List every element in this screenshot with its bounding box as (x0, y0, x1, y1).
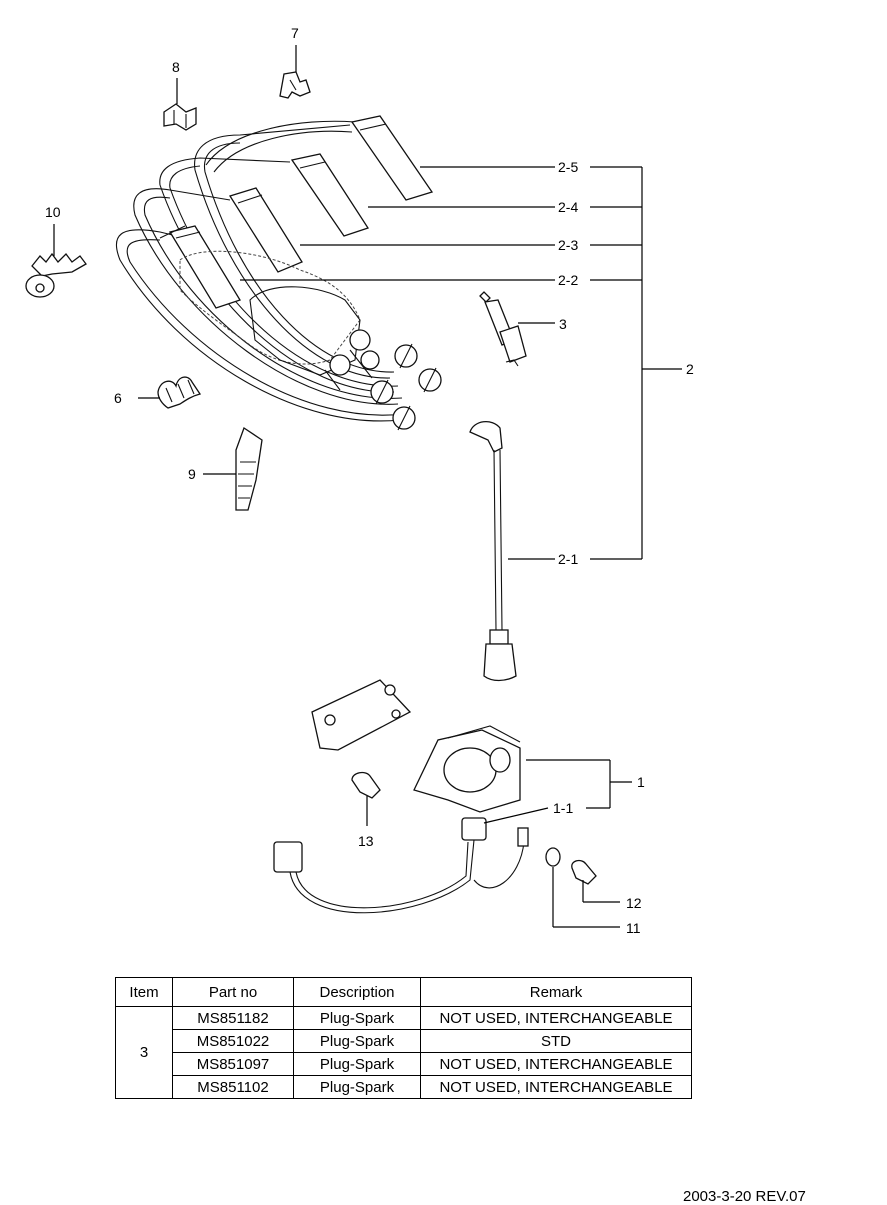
callout-11: 11 (626, 920, 641, 936)
leader-lines (53, 45, 682, 928)
ignition-cable-set (115, 120, 405, 422)
part-no-cell: MS851182 (172, 1006, 294, 1030)
header-remark: Remark (420, 977, 692, 1007)
coil-harness-1-1 (273, 817, 529, 914)
callout-2-1: 2-1 (558, 551, 578, 567)
table-header-row: Item Part no Description Remark (115, 977, 692, 1007)
callout-9: 9 (188, 466, 196, 482)
callout-8: 8 (172, 59, 180, 75)
callout-7: 7 (291, 25, 299, 41)
cable-boot-2-4 (290, 153, 370, 237)
cable-boot-2-5 (350, 115, 434, 201)
table-row: MS851102 Plug-Spark NOT USED, INTERCHANG… (116, 1075, 692, 1099)
clip-9 (235, 427, 263, 511)
remark-cell: STD (420, 1029, 692, 1053)
washer-11 (545, 847, 561, 867)
screw-12 (571, 859, 597, 885)
callout-1-1: 1-1 (553, 800, 573, 816)
callout-2-4: 2-4 (558, 199, 578, 215)
callout-2-5: 2-5 (558, 159, 578, 175)
item-number-cell: 3 (115, 1006, 173, 1099)
ignition-coil (311, 679, 521, 813)
table-row: 3 MS851182 Plug-Spark NOT USED, INTERCHA… (115, 1006, 692, 1099)
remark-cell: NOT USED, INTERCHANGEABLE (420, 1052, 692, 1076)
callout-6: 6 (114, 390, 122, 406)
remark-cell: NOT USED, INTERCHANGEABLE (420, 1075, 692, 1099)
callout-2-3: 2-3 (558, 237, 578, 253)
distributor-outline (179, 250, 380, 391)
parts-table: Item Part no Description Remark 3 MS8511… (115, 977, 692, 1099)
revision-footer: 2003-3-20 REV.07 (683, 1188, 806, 1205)
header-part-no: Part no (172, 977, 294, 1007)
callout-12: 12 (626, 895, 642, 911)
callout-3: 3 (559, 316, 567, 332)
callout-10: 10 (45, 204, 61, 220)
part-no-cell: MS851097 (172, 1052, 294, 1076)
cable-boot-2-3 (228, 187, 303, 273)
description-cell: Plug-Spark (293, 1052, 421, 1076)
coil-cable-2-1 (469, 421, 517, 682)
header-description: Description (293, 977, 421, 1007)
callout-2-2: 2-2 (558, 272, 578, 288)
distributor-boots (370, 343, 442, 431)
callout-2: 2 (686, 361, 694, 377)
spark-plug (479, 291, 527, 367)
description-cell: Plug-Spark (293, 1075, 421, 1099)
clip-10 (25, 252, 87, 298)
cable-boot-2-2 (159, 225, 241, 309)
clip-8 (163, 103, 197, 131)
part-no-cell: MS851102 (172, 1075, 294, 1099)
callout-labels: 2-5 2-4 2-3 2-2 2-1 2 3 7 8 10 6 9 1 1-1… (45, 25, 694, 936)
bolt-13 (351, 771, 381, 799)
exploded-parts-diagram: 2-5 2-4 2-3 2-2 2-1 2 3 7 8 10 6 9 1 1-1… (25, 25, 694, 936)
part-no-cell: MS851022 (172, 1029, 294, 1053)
table-row: MS851097 Plug-Spark NOT USED, INTERCHANG… (116, 1052, 692, 1076)
clip-7 (279, 71, 311, 99)
description-cell: Plug-Spark (293, 1006, 421, 1030)
callout-13: 13 (358, 833, 374, 849)
clip-6 (157, 376, 202, 409)
remark-cell: NOT USED, INTERCHANGEABLE (420, 1006, 692, 1030)
header-item: Item (115, 977, 173, 1007)
description-cell: Plug-Spark (293, 1029, 421, 1053)
callout-1: 1 (637, 774, 645, 790)
table-row: MS851022 Plug-Spark STD (116, 1029, 692, 1053)
